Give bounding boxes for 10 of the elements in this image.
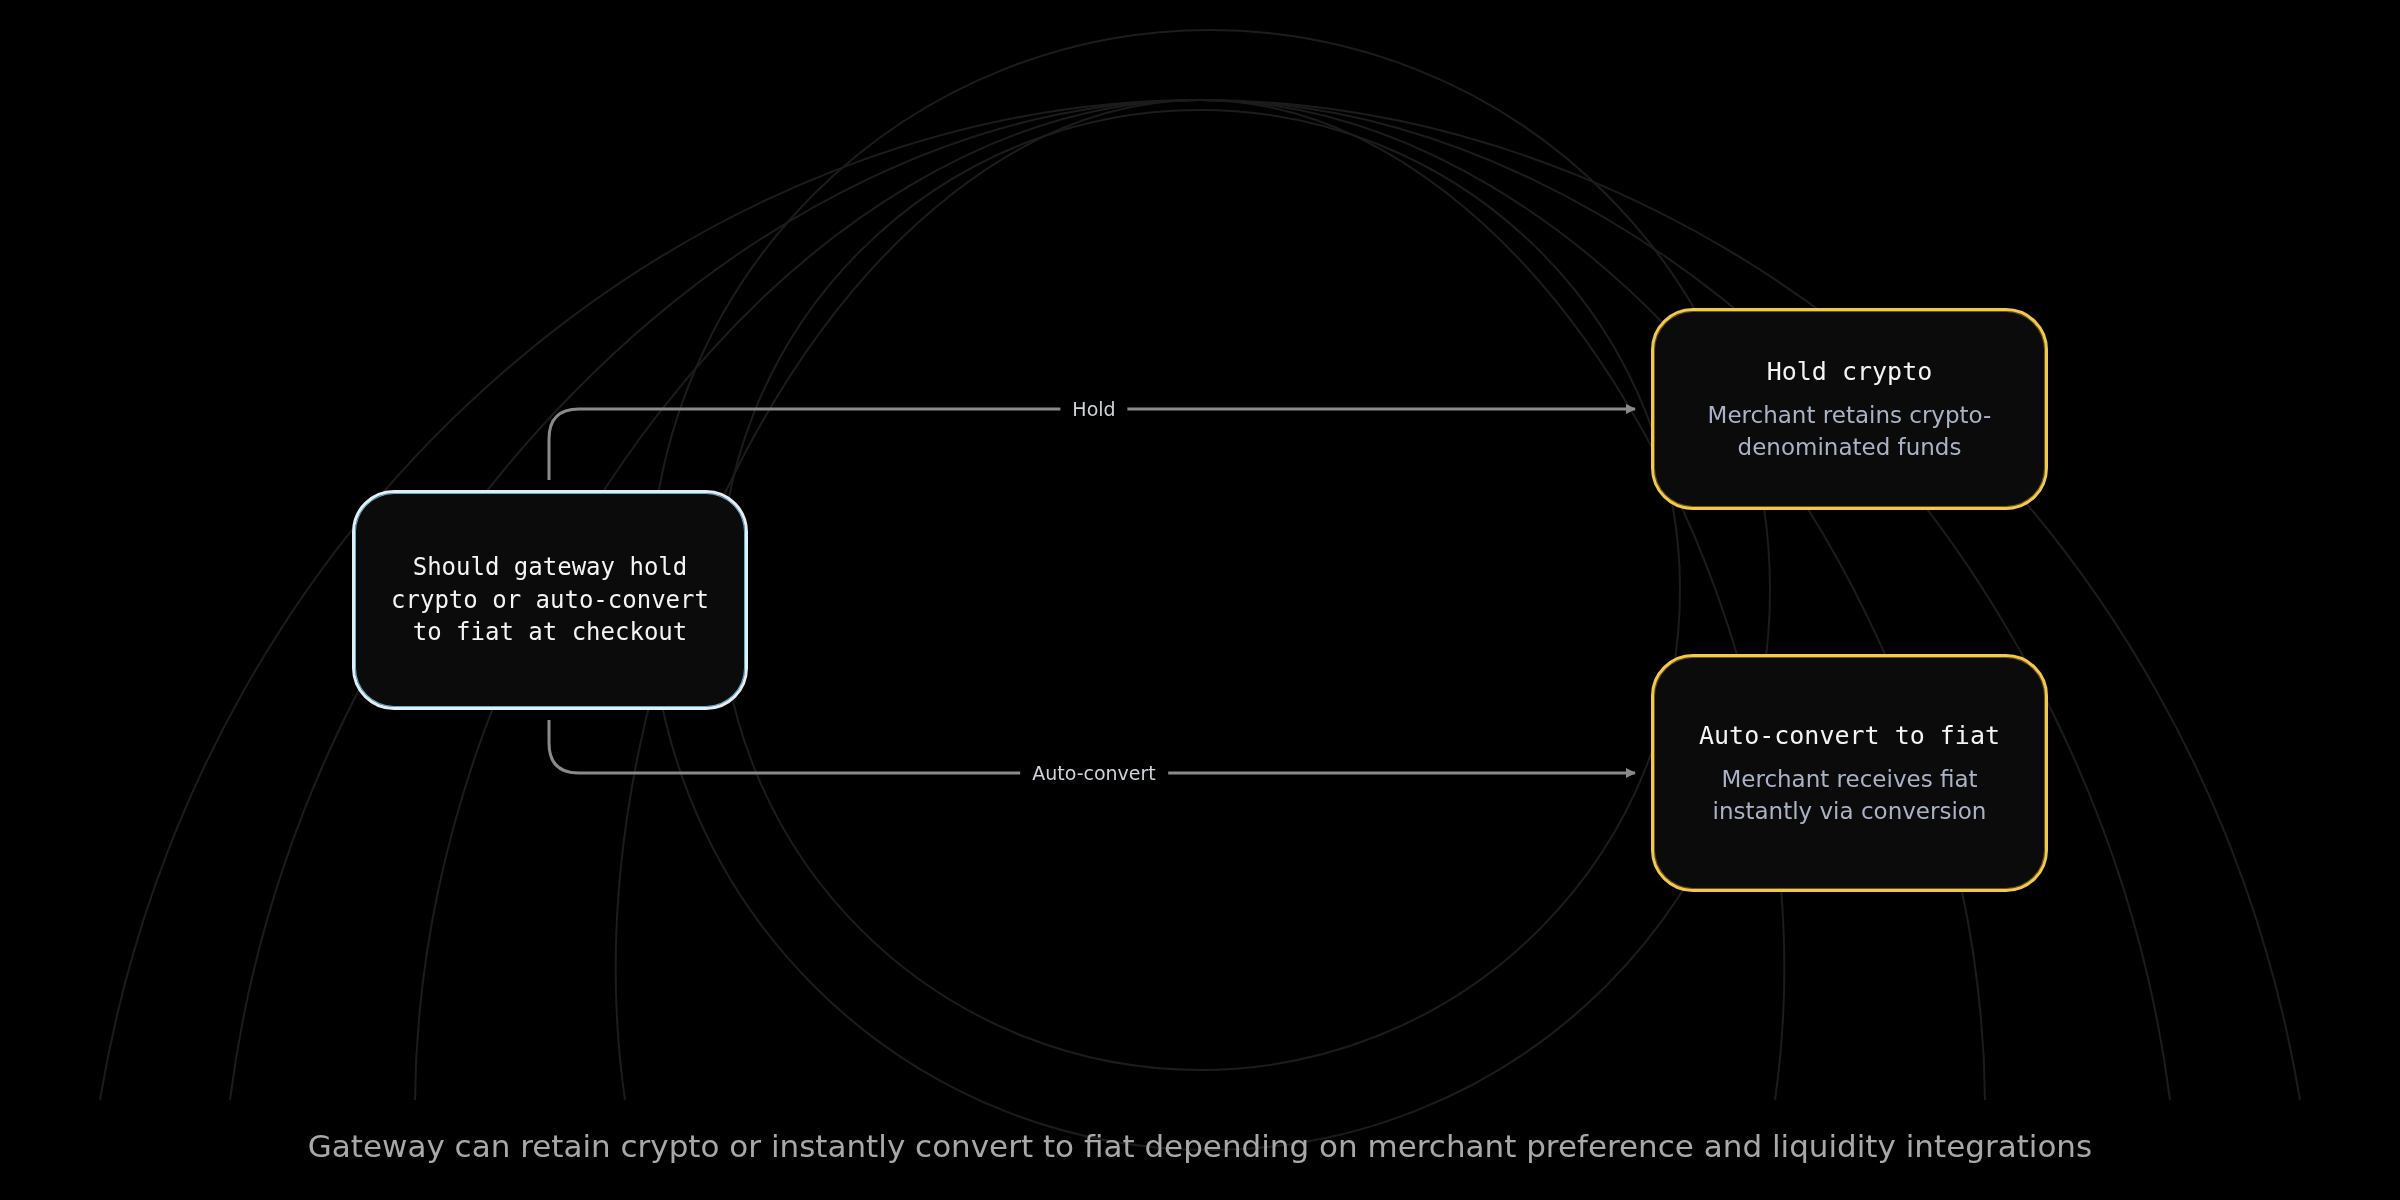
- outcome-description: Merchant retains crypto-denominated funds: [1706, 400, 1993, 462]
- caption: Gateway can retain crypto or instantly convert to fiat depending on merchant preference and liquidity integrations: [306, 1128, 2094, 1164]
- outcome-title: Auto-convert to fiat: [1699, 719, 2000, 752]
- outcome-title: Hold crypto: [1766, 355, 1933, 388]
- decision-box: [352, 490, 748, 710]
- arrow: [547, 404, 1636, 480]
- outcome-box: [1651, 654, 2048, 892]
- outcome-description: Merchant receives fiat instantly via conversion: [1711, 764, 1988, 826]
- question-text: Should gateway hold crypto or auto-convert to fiat at checkout: [390, 552, 710, 649]
- outcome-box: [1651, 308, 2048, 510]
